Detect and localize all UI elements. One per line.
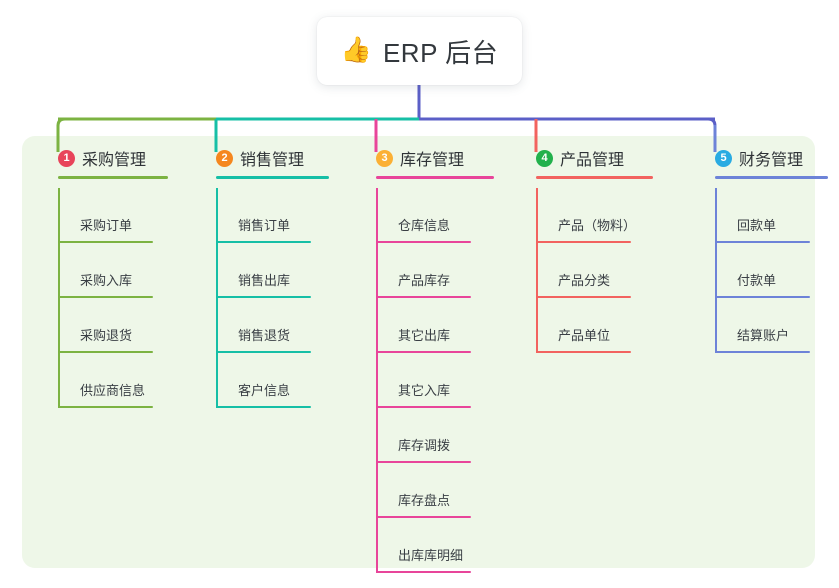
bus-elbow-left [56, 117, 66, 127]
branch-number-badge: 4 [536, 149, 553, 167]
branch-underline [58, 176, 168, 179]
branch-column-5: 5 财务管理回款单付款单结算账户 [697, 146, 828, 353]
branch-item-label: 销售退货 [238, 328, 291, 343]
branch-underline [715, 176, 828, 179]
branch-item-underline [58, 296, 153, 298]
branch-title: 库存管理 [400, 152, 465, 169]
branch-underline [536, 176, 653, 179]
branch-item-underline [58, 241, 153, 243]
branch-item-label: 付款单 [737, 273, 777, 288]
branch-item-underline [376, 516, 471, 518]
root-node-content: 👍 ERP 后台 [341, 33, 498, 70]
branch-header-4[interactable]: 4 产品管理 [518, 146, 653, 179]
root-node-title: ERP 后台 [382, 37, 499, 68]
branch-column-4: 4 产品管理产品（物料） 产品分类产品单位 [518, 146, 653, 353]
branch-header-5[interactable]: 5 财务管理 [697, 146, 828, 179]
branch-item-label: 结算账户 [737, 328, 790, 343]
branch-item-underline [216, 241, 311, 243]
branch-item-label: 销售出库 [238, 273, 291, 288]
branch-item-label: 产品库存 [398, 273, 451, 288]
branch-item-underline [376, 461, 471, 463]
branch-title: 销售管理 [240, 152, 305, 169]
branch-item-underline [58, 406, 153, 408]
branch-item-underline [536, 241, 631, 243]
branch-spine [376, 188, 378, 573]
branch-item-label: 产品（物料） [558, 218, 637, 233]
root-node[interactable]: 👍 ERP 后台 [317, 17, 522, 85]
branch-item-underline [216, 406, 311, 408]
branch-item-label: 客户信息 [238, 383, 291, 398]
branch-spine [58, 188, 60, 408]
branch-item-label: 采购退货 [80, 328, 133, 343]
branch-item-label: 产品单位 [558, 328, 611, 343]
thumbs-up-icon: 👍 [340, 35, 372, 64]
branch-item-underline [58, 351, 153, 353]
branch-header-1[interactable]: 1 采购管理 [40, 146, 168, 179]
branch-header-2[interactable]: 2 销售管理 [198, 146, 329, 179]
branch-item-label: 产品分类 [558, 273, 611, 288]
branch-header-3[interactable]: 3 库存管理 [358, 146, 494, 179]
branch-item-underline [715, 351, 810, 353]
branch-item-underline [216, 296, 311, 298]
branch-item-label: 其它出库 [398, 328, 451, 343]
branch-underline [376, 176, 494, 179]
branch-item-underline [715, 296, 810, 298]
branch-item-underline [376, 241, 471, 243]
branch-item-underline [536, 296, 631, 298]
branch-title: 产品管理 [560, 152, 625, 169]
branch-item-label: 采购订单 [80, 218, 133, 233]
branch-column-3: 3 库存管理仓库信息产品库存其它出库其它入库库存调拨库存盘点出库库明细 [358, 146, 494, 573]
branch-item-underline [376, 296, 471, 298]
branch-spine [536, 188, 538, 353]
bus-elbow-right [707, 117, 717, 127]
branch-item-label: 仓库信息 [398, 218, 451, 233]
branch-column-1: 1 采购管理采购订单采购入库采购退货供应商信息 [40, 146, 168, 408]
branch-item-underline [376, 351, 471, 353]
branch-item-underline [536, 351, 631, 353]
branch-item-label: 库存盘点 [398, 493, 451, 508]
branch-column-2: 2 销售管理销售订单销售出库销售退货客户信息 [198, 146, 329, 408]
branch-item-underline [715, 241, 810, 243]
branch-item-label: 采购入库 [80, 273, 133, 288]
branch-item-underline [376, 571, 471, 573]
branch-item-label: 销售订单 [238, 218, 291, 233]
branch-spine [216, 188, 218, 408]
branch-title: 财务管理 [739, 152, 804, 169]
branch-item-underline [376, 406, 471, 408]
branch-number-badge: 1 [58, 149, 75, 167]
branch-item-label: 回款单 [737, 218, 777, 233]
branch-item-underline [216, 351, 311, 353]
branch-number-badge: 5 [715, 149, 732, 167]
branch-title: 采购管理 [82, 152, 147, 169]
branch-item-label: 供应商信息 [80, 383, 146, 398]
branch-spine [715, 188, 717, 353]
branch-number-badge: 2 [216, 149, 233, 167]
branch-item-label: 其它入库 [398, 383, 451, 398]
branch-item-label: 库存调拨 [398, 438, 451, 453]
branch-number-badge: 3 [376, 149, 393, 167]
branch-item-label: 出库库明细 [398, 548, 464, 563]
branch-underline [216, 176, 329, 179]
